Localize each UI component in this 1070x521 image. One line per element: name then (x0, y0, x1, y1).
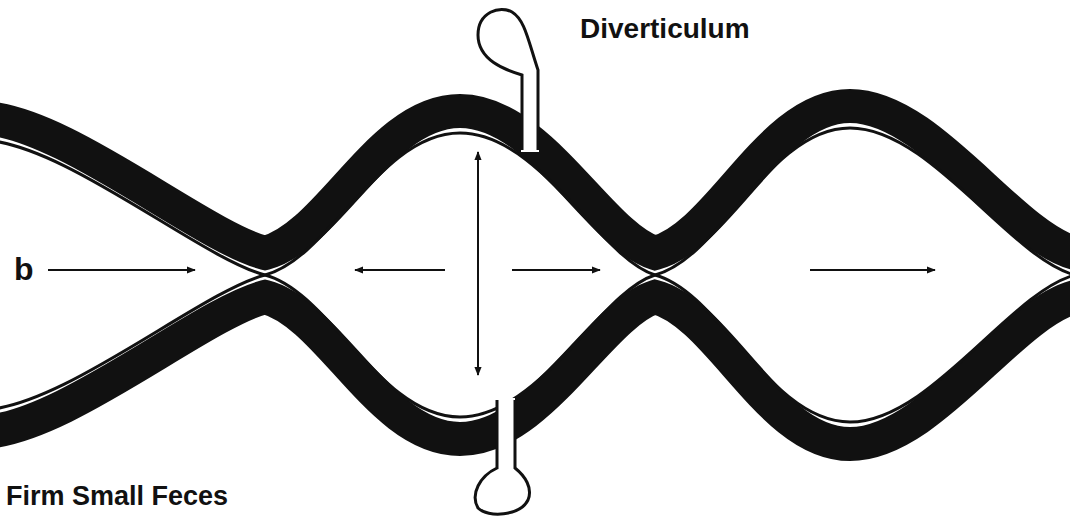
flow-arrow (48, 269, 195, 271)
diverticulum-label: Diverticulum (580, 14, 750, 45)
pressure-arrow (477, 152, 479, 375)
pressure-arrow (355, 269, 445, 271)
diverticulum-pouch (478, 9, 538, 150)
flow-arrow (810, 269, 935, 271)
lower-mucosa (0, 275, 1070, 422)
diverticulum-pouch (475, 400, 529, 514)
lower-wall (0, 297, 1070, 444)
pressure-arrow (512, 269, 600, 271)
section-letter: b (14, 252, 34, 287)
feces-label: Firm Small Feces (6, 482, 228, 512)
